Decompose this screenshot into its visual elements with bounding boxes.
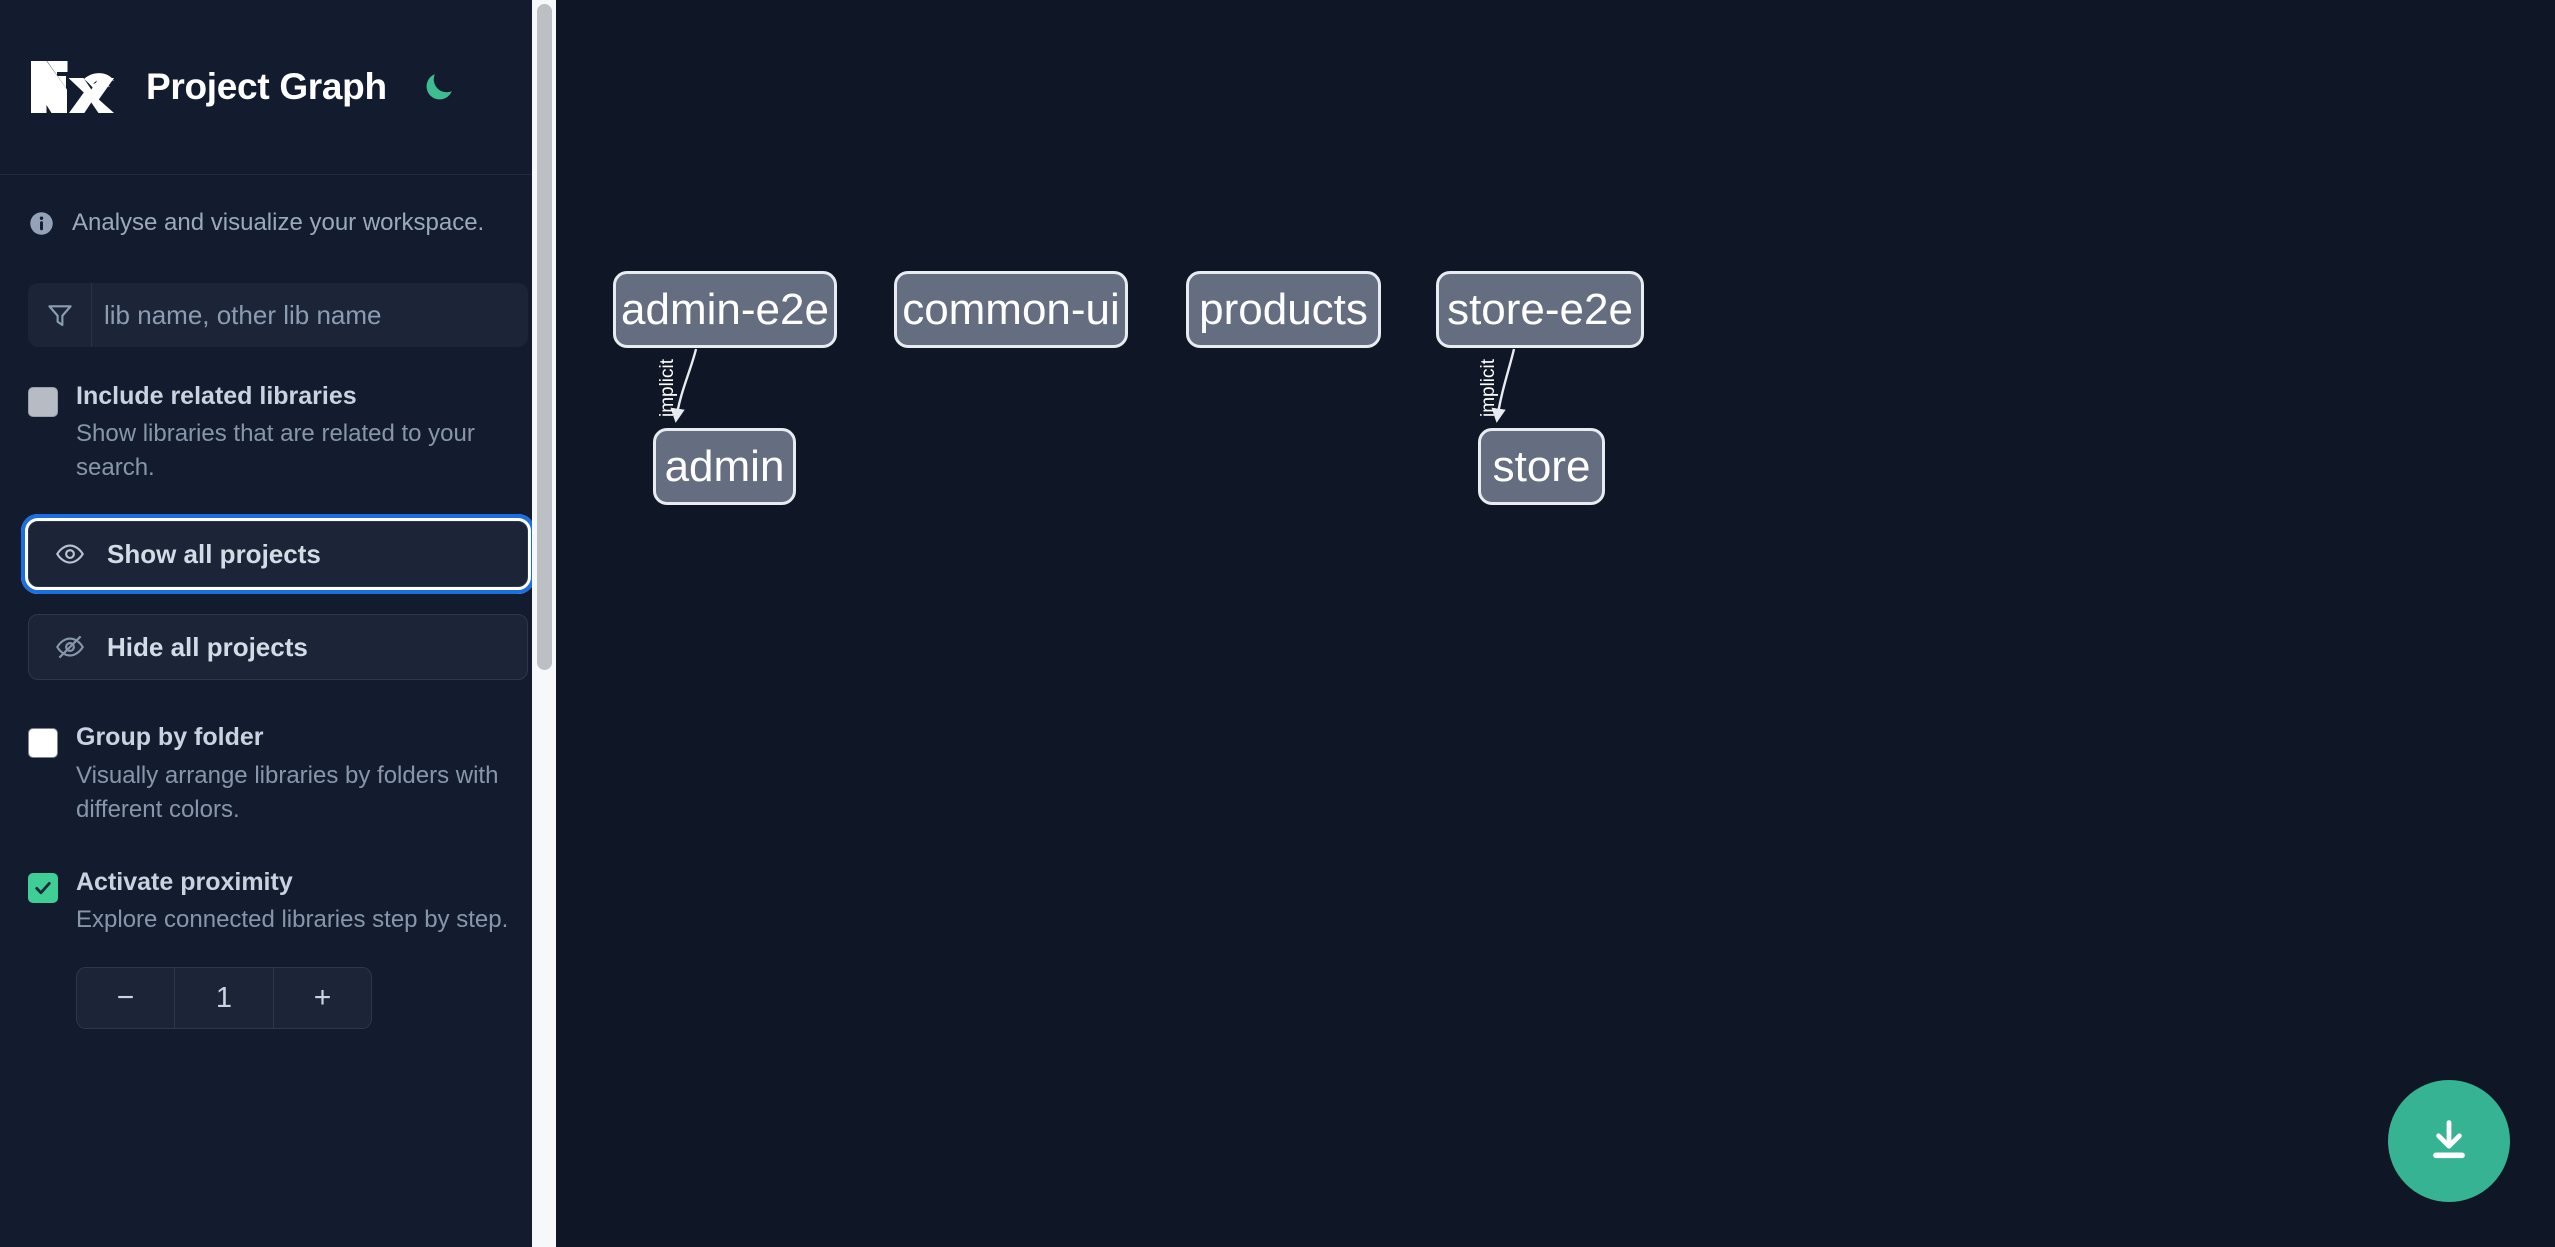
graph-node-label: common-ui <box>902 284 1120 334</box>
page-title: Project Graph <box>146 66 387 107</box>
sidebar-scrollbar-thumb[interactable] <box>537 4 552 670</box>
sidebar-scrollbar-track[interactable] <box>532 0 556 1247</box>
include-related-desc: Show libraries that are related to your … <box>76 420 475 482</box>
eye-off-icon <box>56 635 84 659</box>
graph-node-admin-e2e[interactable]: admin-e2e <box>613 271 837 348</box>
edge-label-implicit-store: implicit <box>1478 358 1499 417</box>
eye-icon <box>56 544 84 564</box>
download-icon <box>2433 1120 2465 1159</box>
include-related-label: Include related libraries <box>76 382 357 410</box>
edge-admin-e2e-to-admin <box>670 348 698 423</box>
moon-icon <box>426 74 452 100</box>
info-icon <box>30 211 53 235</box>
show-all-projects-button[interactable]: Show all projects <box>21 514 535 595</box>
stepper-increment-button[interactable]: + <box>274 968 371 1029</box>
graph-node-products[interactable]: products <box>1186 271 1381 348</box>
tagline-text: Analyse and visualize your workspace. <box>72 209 485 236</box>
nx-logo <box>31 61 114 113</box>
group-by-folder-desc: Visually arrange libraries by folders wi… <box>76 761 499 823</box>
graph-node-label: store <box>1492 441 1591 491</box>
graph-node-common-ui[interactable]: common-ui <box>894 271 1128 348</box>
proximity-stepper: − 1 + <box>76 967 372 1030</box>
search-input[interactable] <box>92 283 528 347</box>
include-related-checkbox <box>28 387 58 417</box>
graph-edges: implicit implicit <box>657 348 1516 423</box>
edge-label-implicit-admin: implicit <box>657 358 678 417</box>
sidebar: Project Graph Analyse and visualize your… <box>0 0 556 1247</box>
check-icon <box>35 881 51 894</box>
activate-proximity-checkbox[interactable] <box>28 872 58 903</box>
graph-node-store[interactable]: store <box>1478 428 1605 505</box>
graph-node-label: admin <box>664 441 785 491</box>
activate-proximity-desc: Explore connected libraries step by step… <box>76 906 509 934</box>
stepper-decrement-button[interactable]: − <box>77 968 174 1029</box>
graph-node-admin[interactable]: admin <box>653 428 796 505</box>
sidebar-header: Project Graph <box>0 0 556 175</box>
option-activate-proximity: Activate proximity Explore connected lib… <box>28 867 528 937</box>
project-visibility-buttons: Show all projects Hide all projects <box>21 514 535 681</box>
hide-all-projects-label: Hide all projects <box>107 631 308 662</box>
option-group-by-folder: Group by folder Visually arrange librari… <box>28 722 528 826</box>
theme-toggle-button[interactable] <box>417 65 461 109</box>
group-by-folder-checkbox[interactable] <box>28 728 58 759</box>
stepper-value: 1 <box>174 968 274 1029</box>
activate-proximity-label: Activate proximity <box>76 867 293 896</box>
graph-node-label: store-e2e <box>1447 284 1633 334</box>
download-graph-button[interactable] <box>2388 1080 2510 1202</box>
edge-store-e2e-to-store <box>1491 348 1516 423</box>
show-all-projects-label: Show all projects <box>107 538 321 569</box>
graph-node-label: admin-e2e <box>621 284 829 334</box>
search-box[interactable] <box>28 283 528 347</box>
hide-all-projects-button[interactable]: Hide all projects <box>28 614 528 681</box>
graph-node-store-e2e[interactable]: store-e2e <box>1436 271 1644 348</box>
tagline: Analyse and visualize your workspace. <box>0 175 556 271</box>
option-include-related: Include related libraries Show libraries… <box>28 381 528 485</box>
graph-node-label: products <box>1199 284 1368 334</box>
group-by-folder-label: Group by folder <box>76 723 264 752</box>
sidebar-controls: Include related libraries Show libraries… <box>0 283 556 1030</box>
graph-canvas[interactable]: implicit implicit admin-e2e common-ui prod… <box>556 0 2555 1247</box>
filter-icon <box>28 283 92 347</box>
